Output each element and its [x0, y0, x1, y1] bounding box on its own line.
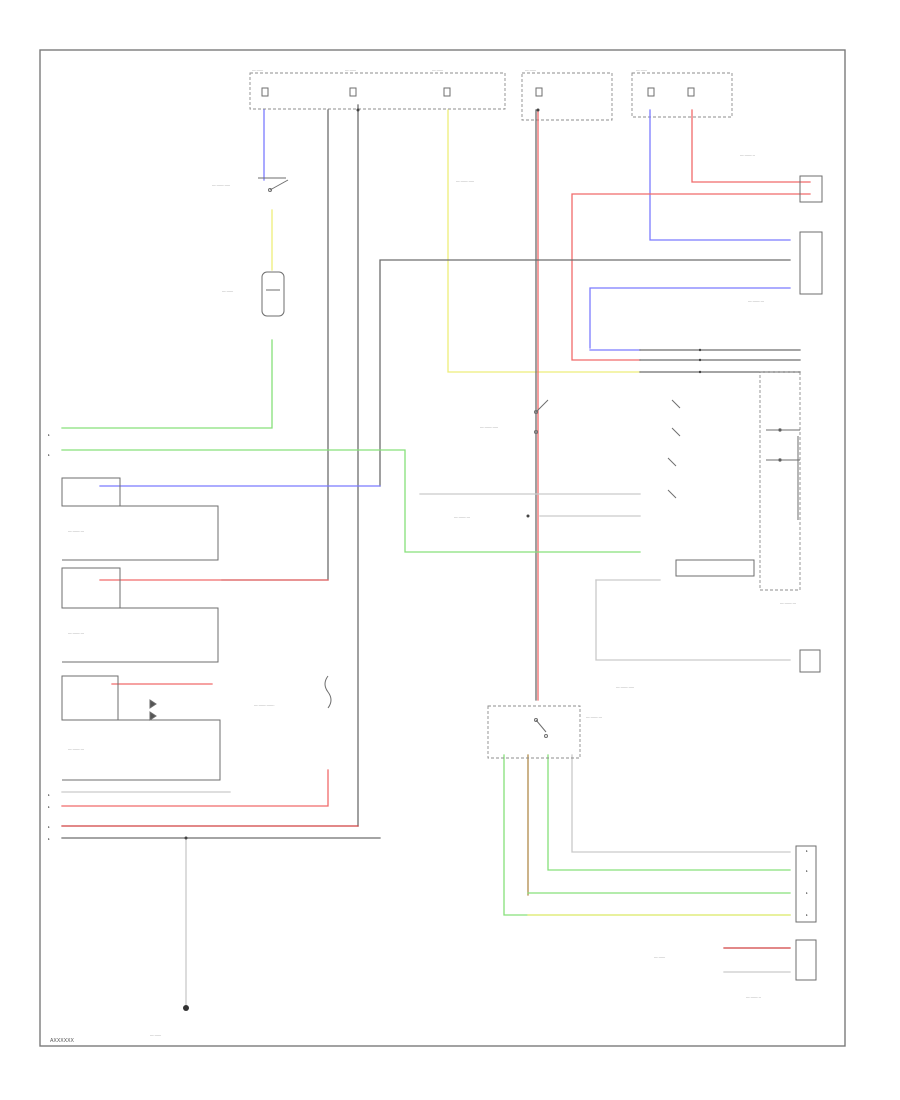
svg-text:▸: ▸ — [48, 793, 50, 797]
svg-text:▸: ▸ — [806, 849, 808, 853]
diode-icon — [149, 699, 157, 721]
wire-lg-4 — [595, 579, 791, 661]
combination-meter — [675, 371, 801, 591]
svg-text:▸: ▸ — [48, 433, 50, 437]
svg-text:..............: .............. — [586, 715, 602, 719]
wire-green-long — [61, 449, 641, 553]
wire-gray-br — [571, 754, 791, 853]
svg-text:..............: .............. — [68, 747, 84, 751]
connector-block-left-3 — [61, 675, 221, 781]
svg-text:..........: .......... — [432, 68, 443, 72]
diagram-frame — [39, 49, 846, 1047]
connector-block-left-2 — [61, 567, 219, 663]
fuse-block-3 — [631, 72, 733, 118]
resistor-icon — [324, 675, 332, 709]
svg-text:▸: ▸ — [48, 453, 50, 457]
label-texture: ................ .......... ............… — [68, 153, 796, 1037]
svg-text:▸: ▸ — [48, 825, 50, 829]
svg-text:.............: ............. — [740, 153, 755, 157]
fuse-box-group: .......... .......... .......... .......… — [249, 68, 733, 121]
svg-text:..........: .......... — [636, 68, 647, 72]
connector-block-left-1 — [61, 477, 219, 561]
wire-blue-mid — [589, 287, 791, 349]
svg-text:..................: .................. — [254, 703, 275, 707]
svg-text:................: ................ — [456, 179, 474, 183]
fuse-block-2 — [521, 72, 613, 121]
wire-green-br-3 — [503, 754, 791, 916]
svg-text:..........: .......... — [525, 68, 536, 72]
svg-text:..............: .............. — [68, 529, 84, 533]
svg-text:▸: ▸ — [806, 913, 808, 917]
wire-gray-mid — [379, 259, 791, 487]
svg-text:..............: .............. — [68, 631, 84, 635]
relay-contact-icon — [261, 271, 285, 317]
diagram-id: AXXXXXX — [50, 1038, 75, 1044]
indicator-lamps — [667, 399, 681, 499]
svg-text:..........: .......... — [252, 68, 263, 72]
wire-green-br-1 — [547, 754, 791, 871]
wire-red-bottom — [61, 769, 329, 807]
wire-red-right-2 — [571, 193, 811, 361]
wire-green-relay — [61, 339, 273, 429]
svg-text:..............: .............. — [748, 299, 764, 303]
wire-yellow-main — [447, 109, 641, 373]
svg-text:▸: ▸ — [806, 891, 808, 895]
svg-text:................: ................ — [616, 685, 634, 689]
svg-text:..........: .......... — [150, 1033, 161, 1037]
wire-gray-1 — [221, 109, 329, 581]
fuse-block-1 — [249, 72, 506, 110]
svg-text:..........: .......... — [654, 955, 665, 959]
svg-text:................: ................ — [480, 425, 498, 429]
relay-box-bottom — [487, 705, 581, 759]
svg-text:..........: .......... — [345, 68, 356, 72]
svg-text:..............: .............. — [780, 601, 796, 605]
svg-text:▸: ▸ — [48, 805, 50, 809]
svg-text:▸: ▸ — [806, 869, 808, 873]
svg-text:..........: .......... — [222, 289, 233, 293]
wire-blue-right — [649, 109, 791, 241]
wire-red-right — [691, 109, 811, 183]
svg-text:.............: ............. — [746, 995, 761, 999]
svg-text:▸: ▸ — [48, 837, 50, 841]
switch-symbol-icon — [534, 399, 549, 434]
switch-symbol-icon — [258, 177, 289, 192]
svg-text:..............: .............. — [454, 515, 470, 519]
ground-icon — [183, 1005, 189, 1011]
connector-icon — [795, 175, 823, 981]
svg-text:................: ................ — [212, 183, 230, 187]
